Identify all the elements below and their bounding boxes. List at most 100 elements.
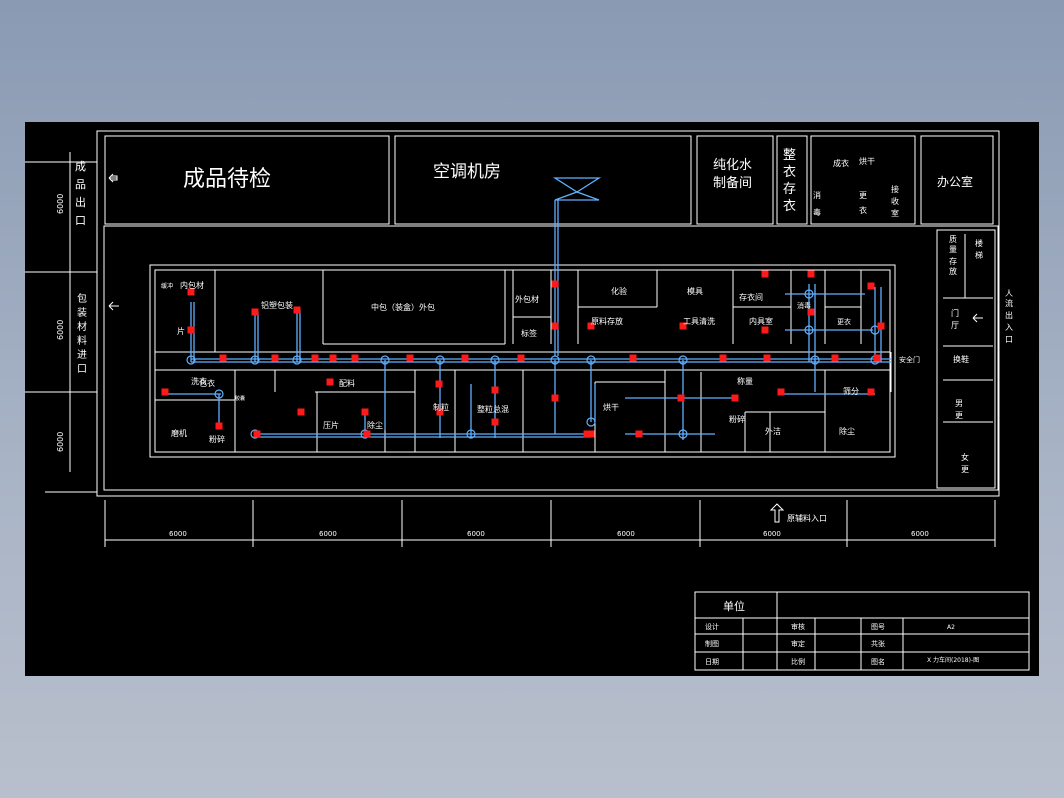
- air-diffuser: [761, 270, 769, 278]
- duct-junction: [678, 355, 688, 365]
- tb-date: 日期: [705, 658, 719, 666]
- duct-junction: [586, 417, 596, 427]
- entry-arrow-icon: [108, 301, 119, 311]
- air-diffuser: [587, 322, 595, 330]
- room-inner-27: 除尘: [839, 426, 855, 436]
- room-inner-29: 配料: [339, 378, 355, 388]
- air-diffuser: [551, 280, 559, 288]
- room-inner-25: 除尘: [367, 420, 383, 430]
- room-inner-18: 称量: [737, 376, 753, 386]
- room-label-wash-3: 存: [783, 182, 796, 197]
- label-shoes: 换鞋: [953, 354, 969, 364]
- room-inner-17: 烘干: [603, 402, 619, 412]
- room-label-ac: 空调机房: [433, 162, 501, 182]
- room-label-small-4: 毒: [813, 207, 821, 217]
- room-inner-8: 模具: [687, 286, 703, 296]
- label-stair-2: 梯: [975, 250, 983, 260]
- room-inner-22: 粉碎: [209, 434, 225, 444]
- air-diffuser: [877, 322, 885, 330]
- duct-junction: [586, 355, 596, 365]
- duct-junction: [186, 355, 196, 365]
- room-inner-11: 工具清洗: [683, 316, 715, 326]
- label-entry-5: 进: [77, 349, 87, 361]
- air-diffuser: [629, 354, 637, 362]
- duct-junction: [804, 325, 814, 335]
- duct-junction: [490, 355, 500, 365]
- room-inner-24: 压片: [323, 420, 339, 430]
- room-inner-14: 更衣: [837, 317, 851, 326]
- dim-5: 6000: [763, 530, 781, 538]
- air-diffuser: [777, 388, 785, 396]
- room-wash: [776, 135, 808, 225]
- duct-junction: [292, 355, 302, 365]
- air-diffuser: [187, 288, 195, 296]
- air-diffuser: [219, 354, 227, 362]
- room-inner-28: 筛分: [843, 386, 859, 396]
- dim-1: 6000: [169, 530, 187, 538]
- duct-junction: [214, 389, 224, 399]
- air-diffuser: [517, 354, 525, 362]
- room-inner-3: 铝塑包装: [261, 300, 293, 310]
- dim-left-b: 6000: [56, 320, 65, 340]
- person-entry-arrow-icon: [972, 313, 983, 323]
- air-diffuser: [867, 282, 875, 290]
- dim-2: 6000: [319, 530, 337, 538]
- air-diffuser: [361, 408, 369, 416]
- air-diffuser: [326, 378, 334, 386]
- room-inner-4: 中包（装盒）外包: [371, 302, 435, 312]
- room-inner-5: 外包材: [515, 294, 539, 304]
- air-diffuser: [807, 270, 815, 278]
- air-diffuser: [406, 354, 414, 362]
- room-label-small-5: 更: [859, 191, 867, 200]
- air-diffuser: [807, 308, 815, 316]
- label-entry-4: 料: [77, 334, 87, 347]
- air-diffuser: [329, 354, 337, 362]
- label-storage-2: 量: [949, 245, 957, 254]
- room-label-small-9: 室: [891, 208, 899, 218]
- room-label-small-1: 成衣: [833, 158, 849, 168]
- air-diffuser: [311, 354, 319, 362]
- duct-junction: [678, 429, 688, 439]
- duct-junction: [250, 355, 260, 365]
- material-entry-arrow-icon: [769, 503, 785, 523]
- air-ducts: [165, 284, 891, 440]
- room-label-small-8: 收: [891, 196, 899, 206]
- room-inner-31: 片: [177, 326, 185, 336]
- label-person-entry-5: 口: [1005, 335, 1013, 344]
- tb-drawing-no: 图号: [871, 623, 885, 631]
- room-inner-16: 整粒总混: [477, 404, 509, 414]
- room-label-wash-2: 衣: [783, 164, 796, 180]
- room-label-small-6: 衣: [859, 205, 867, 215]
- air-diffuser: [551, 394, 559, 402]
- duct-junction: [804, 289, 814, 299]
- tb-approve: 审定: [791, 639, 805, 648]
- label-exit-3: 出: [75, 195, 86, 209]
- label-entry-1: 包: [77, 292, 87, 305]
- room-ac: [394, 135, 692, 225]
- duct-junction: [870, 325, 880, 335]
- outer-wall: [96, 130, 1000, 497]
- tb-sheet: 图名: [871, 657, 885, 666]
- air-diffuser: [161, 388, 169, 396]
- room-label-small-2: 烘干: [859, 156, 875, 166]
- label-entry-2: 装: [77, 306, 87, 319]
- air-diffuser: [731, 394, 739, 402]
- label-exit-4: 口: [75, 214, 86, 227]
- air-diffuser: [679, 322, 687, 330]
- air-diffuser: [873, 354, 881, 362]
- air-diffuser: [719, 354, 727, 362]
- dim-3: 6000: [467, 530, 485, 538]
- label-person-entry-1: 人: [1005, 289, 1013, 298]
- air-diffuser: [293, 306, 301, 314]
- room-label-finished-goods: 成品待检: [183, 167, 271, 192]
- right-block: [936, 229, 996, 489]
- label-person-entry-3: 出: [1005, 310, 1013, 320]
- duct-junction: [550, 355, 560, 365]
- room-label-small-7: 接: [891, 184, 899, 194]
- room-inner-10: 原料存放: [591, 316, 623, 326]
- room-label-pure-water-1: 纯化水: [713, 158, 752, 173]
- tb-review: 审核: [791, 622, 805, 631]
- room-finished-goods: [104, 135, 390, 225]
- air-diffuser: [677, 394, 685, 402]
- room-inner-9: 存衣间: [739, 292, 763, 302]
